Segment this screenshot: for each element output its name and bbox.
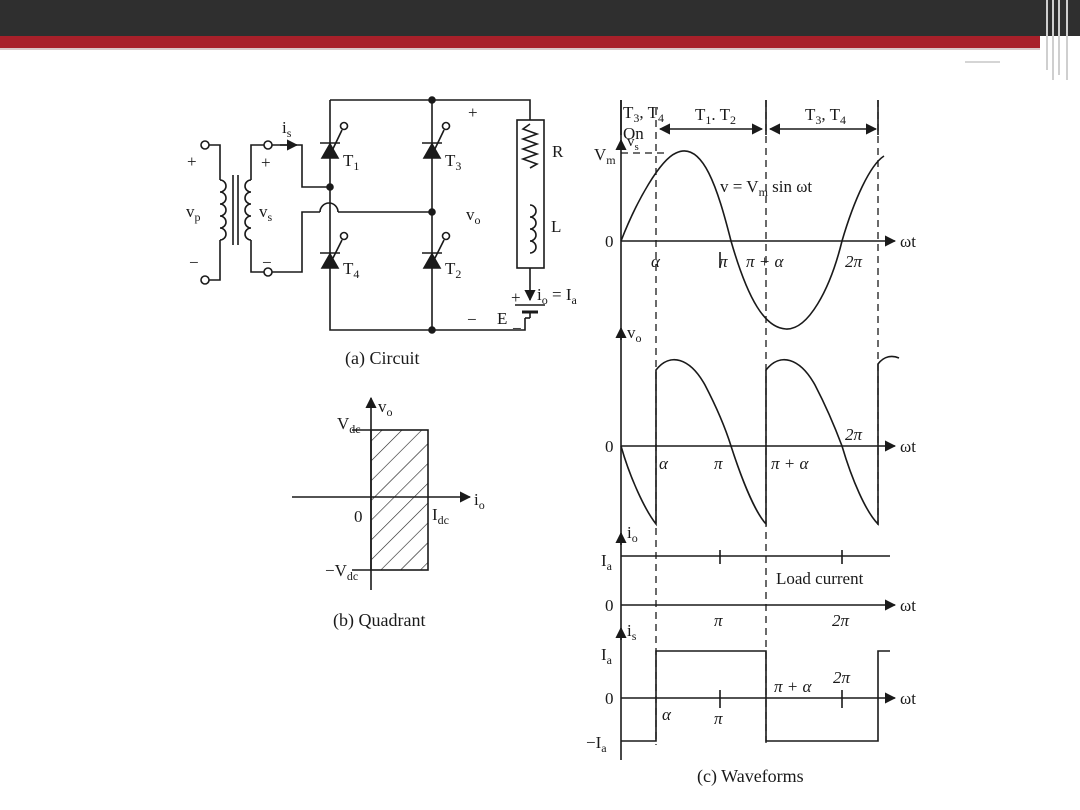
two-pi-label-2: 2π (845, 425, 863, 444)
slide-corner-decoration (1044, 0, 1080, 80)
l-label: L (551, 217, 561, 236)
neg-ia-label: −Ia (586, 733, 607, 755)
header-t3-t4-b: T3, T4 (805, 105, 846, 127)
thyristor-t1 (320, 121, 349, 159)
circuit-caption: (a) Circuit (345, 348, 419, 369)
t3-label: T3 (445, 151, 461, 173)
r-label: R (552, 142, 564, 161)
ia-label-1: Ia (601, 551, 613, 573)
pi-label-1: π (719, 252, 728, 271)
wt-label-4: ωt (900, 689, 916, 708)
slide-top-bar (0, 0, 1080, 36)
source-voltage-wave (620, 150, 885, 330)
wt-label-3: ωt (900, 596, 916, 615)
thyristor-t3 (422, 121, 451, 159)
two-pi-label-4: 2π (833, 668, 851, 687)
pi-plus-alpha-label-2: π + α (771, 454, 809, 473)
vp-label: vp (186, 202, 201, 224)
io-axis-label: io (627, 523, 638, 545)
wt-label-2: ωt (900, 437, 916, 456)
battery-minus: − (512, 319, 522, 338)
vo-axis-label: vo (627, 323, 642, 345)
output-minus: − (467, 310, 477, 329)
quadrant-caption: (b) Quadrant (333, 610, 425, 631)
slide-accent-bar (0, 36, 1040, 48)
two-pi-label-1: 2π (845, 252, 863, 271)
source-current-wave (621, 650, 890, 742)
t2-label: T2 (445, 259, 461, 281)
secondary-minus: − (262, 253, 272, 272)
pi-plus-alpha-label-3: π + α (774, 677, 812, 696)
header-t3-t4-a: T3, T4 (623, 103, 664, 125)
alpha-label-2: α (659, 454, 669, 473)
quadrant-labels: vo Vdc 0 io Idc −Vdc (b) Quadrant (325, 397, 485, 631)
circuit-labels: is + − + − vp vs T1 T3 T4 T2 + − vo R L … (186, 103, 577, 369)
source-equation: v = Vm sin ωt (720, 177, 812, 199)
circuit-diagram (200, 96, 545, 334)
quadrant-vdc-label: Vdc (337, 414, 361, 436)
zero-label-1: 0 (605, 232, 614, 251)
ia-label-2: Ia (601, 645, 613, 667)
wt-label-1: ωt (900, 232, 916, 251)
secondary-plus: + (261, 153, 271, 172)
primary-plus: + (187, 152, 197, 171)
inductor-l (529, 204, 537, 254)
vm-label: Vm (594, 145, 616, 167)
zero-label-3: 0 (605, 596, 614, 615)
zero-label-4: 0 (605, 689, 614, 708)
waveforms-caption: (c) Waveforms (697, 766, 804, 787)
alpha-label-1: α (651, 252, 661, 271)
alpha-label-3: α (662, 705, 672, 724)
pi-plus-alpha-label-1: π + α (746, 252, 784, 271)
output-plus: + (468, 103, 478, 122)
two-pi-label-3: 2π (832, 611, 850, 630)
pi-label-2: π (714, 454, 723, 473)
quadrant-origin: 0 (354, 507, 363, 526)
waveform-labels: T3, T4 T1. T2 T3, T4 On vs Vm v = Vm sin… (586, 103, 916, 787)
vs-label: vs (259, 202, 273, 224)
on-vs-label: vs (627, 134, 639, 153)
resistor-r (520, 123, 540, 169)
quadrant-vo-label: vo (378, 397, 393, 419)
load-current-label: Load current (776, 569, 864, 588)
quadrant-idc-label: Idc (432, 505, 449, 527)
header-t1-t2: T1. T2 (695, 105, 736, 127)
e-label: E (497, 309, 507, 328)
slide-accent-line (0, 48, 1040, 50)
vo-label: vo (466, 205, 481, 227)
thyristor-t4 (320, 231, 349, 269)
quadrant-diagram (292, 396, 472, 590)
thyristor-t2 (422, 231, 451, 269)
slide-corner-dash (965, 61, 1000, 63)
primary-minus: − (189, 253, 199, 272)
waveforms-diagram (615, 100, 900, 760)
is-label: is (282, 118, 292, 140)
quadrant-io-label: io (474, 490, 485, 512)
pi-label-4: π (714, 709, 723, 728)
io-ia-label: io = Ia (537, 285, 577, 307)
zero-label-2: 0 (605, 437, 614, 456)
quadrant-neg-vdc-label: −Vdc (325, 561, 358, 583)
is-axis-label: is (627, 621, 637, 643)
battery-plus: + (511, 288, 521, 307)
output-voltage-wave (620, 355, 900, 527)
t1-label: T1 (343, 151, 359, 173)
on-label: On (623, 124, 644, 143)
pi-label-3: π (714, 611, 723, 630)
t4-label: T4 (343, 259, 359, 281)
